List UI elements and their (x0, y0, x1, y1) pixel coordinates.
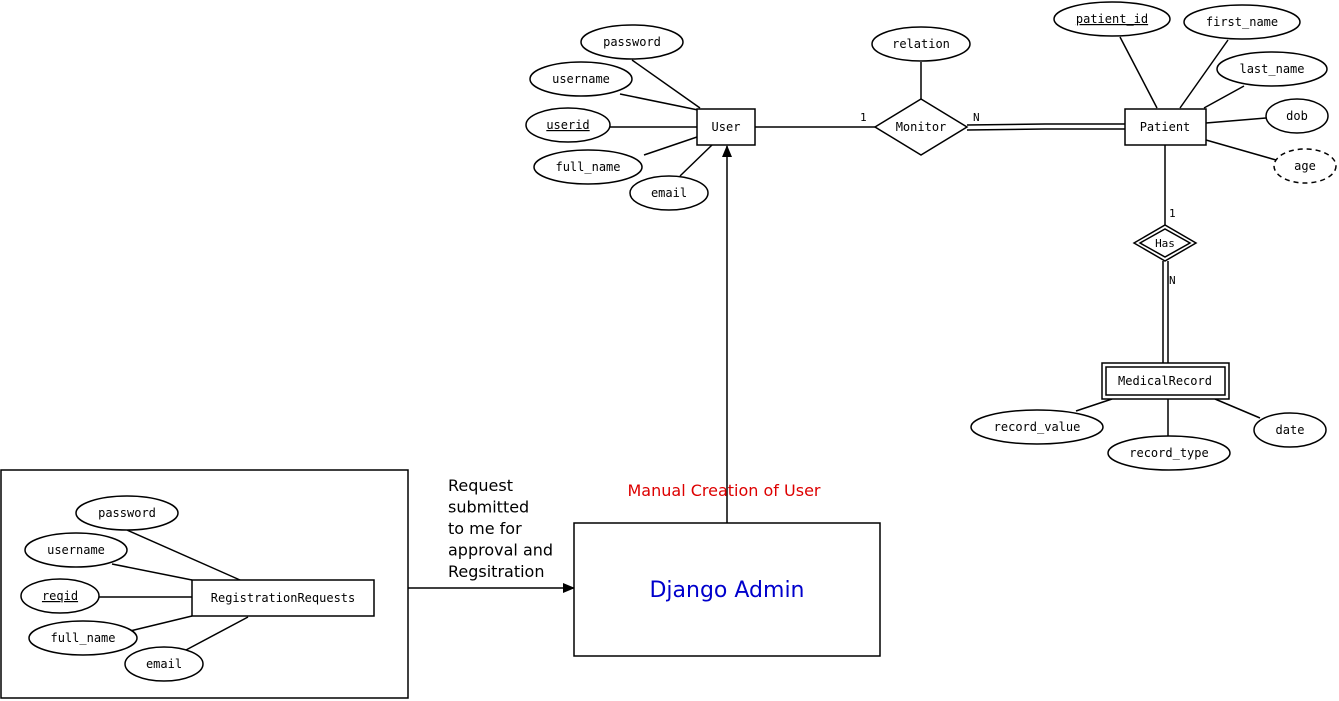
svg-text:email: email (651, 186, 687, 200)
request-annotation: Request submitted to me for approval and… (448, 476, 558, 581)
user-attribute-connectors (610, 59, 713, 177)
svg-text:date: date (1276, 423, 1305, 437)
patient-attr-last-name[interactable]: last_name (1216, 51, 1328, 87)
cardinality-patient-has: 1 (1169, 207, 1176, 220)
svg-text:age: age (1294, 159, 1316, 173)
patient-attr-patient-id[interactable]: patient_id (1053, 1, 1171, 37)
registration-requests-entity[interactable]: RegistrationRequests (191, 579, 375, 617)
user-entity[interactable]: User (696, 108, 756, 146)
manual-creation-label: Manual Creation of User (628, 481, 821, 500)
cardinality-monitor-patient: N (973, 111, 980, 124)
monitor-relationship[interactable]: Monitor (873, 98, 969, 156)
svg-text:Patient: Patient (1140, 120, 1191, 134)
patient-entity[interactable]: Patient (1124, 108, 1207, 146)
svg-text:username: username (552, 72, 610, 86)
patient-attr-first-name[interactable]: first_name (1183, 4, 1301, 40)
svg-text:Has: Has (1155, 237, 1175, 250)
svg-text:RegistrationRequests: RegistrationRequests (211, 591, 356, 605)
monitor-patient-double-line (966, 123, 1125, 131)
has-relationship[interactable]: Has (1132, 224, 1198, 262)
patient-attr-dob[interactable]: dob (1265, 98, 1329, 134)
user-attr-userid[interactable]: userid (525, 107, 611, 143)
svg-text:Monitor: Monitor (896, 120, 947, 134)
reg-attr-full-name[interactable]: full_name (28, 620, 138, 656)
cardinality-has-record: N (1169, 274, 1176, 287)
patient-attr-age-derived[interactable]: age (1273, 148, 1337, 184)
svg-text:dob: dob (1286, 109, 1308, 123)
has-record-double-line (1162, 261, 1169, 363)
registration-attribute-connectors (99, 529, 249, 651)
svg-text:record_value: record_value (994, 420, 1081, 434)
reg-attr-reqid[interactable]: reqid (20, 578, 100, 614)
user-attr-username[interactable]: username (529, 61, 633, 97)
svg-text:record_type: record_type (1129, 446, 1208, 460)
svg-text:MedicalRecord: MedicalRecord (1118, 374, 1212, 388)
svg-text:full_name: full_name (555, 160, 620, 174)
svg-text:relation: relation (892, 37, 950, 51)
svg-text:password: password (98, 506, 156, 520)
django-admin-label: Django Admin (649, 578, 804, 603)
user-attr-password[interactable]: password (580, 24, 684, 60)
record-attr-record-value[interactable]: record_value (970, 409, 1104, 445)
reg-attr-username[interactable]: username (24, 532, 128, 568)
svg-text:password: password (603, 35, 661, 49)
primary-key-label: reqid (42, 589, 78, 603)
patient-attribute-connectors (1119, 36, 1277, 161)
monitor-attr-relation[interactable]: relation (871, 26, 971, 62)
record-attribute-connectors (1075, 398, 1261, 437)
svg-text:username: username (47, 543, 105, 557)
svg-text:first_name: first_name (1206, 15, 1278, 29)
primary-key-label: patient_id (1076, 12, 1148, 26)
record-attr-date[interactable]: date (1253, 412, 1327, 448)
django-admin-box[interactable]: Django Admin (573, 522, 881, 657)
svg-text:full_name: full_name (50, 631, 115, 645)
medical-record-entity[interactable]: MedicalRecord (1101, 362, 1230, 400)
user-attr-email[interactable]: email (629, 175, 709, 211)
cardinality-user-monitor: 1 (860, 111, 867, 124)
svg-text:last_name: last_name (1239, 62, 1304, 76)
reg-attr-email[interactable]: email (124, 646, 204, 682)
record-attr-record-type[interactable]: record_type (1107, 435, 1231, 471)
primary-key-label: userid (546, 118, 589, 132)
user-attr-full-name[interactable]: full_name (533, 149, 643, 185)
svg-text:email: email (146, 657, 182, 671)
user-entity-label: User (712, 120, 741, 134)
reg-attr-password[interactable]: password (75, 495, 179, 531)
registration-container (0, 469, 409, 699)
